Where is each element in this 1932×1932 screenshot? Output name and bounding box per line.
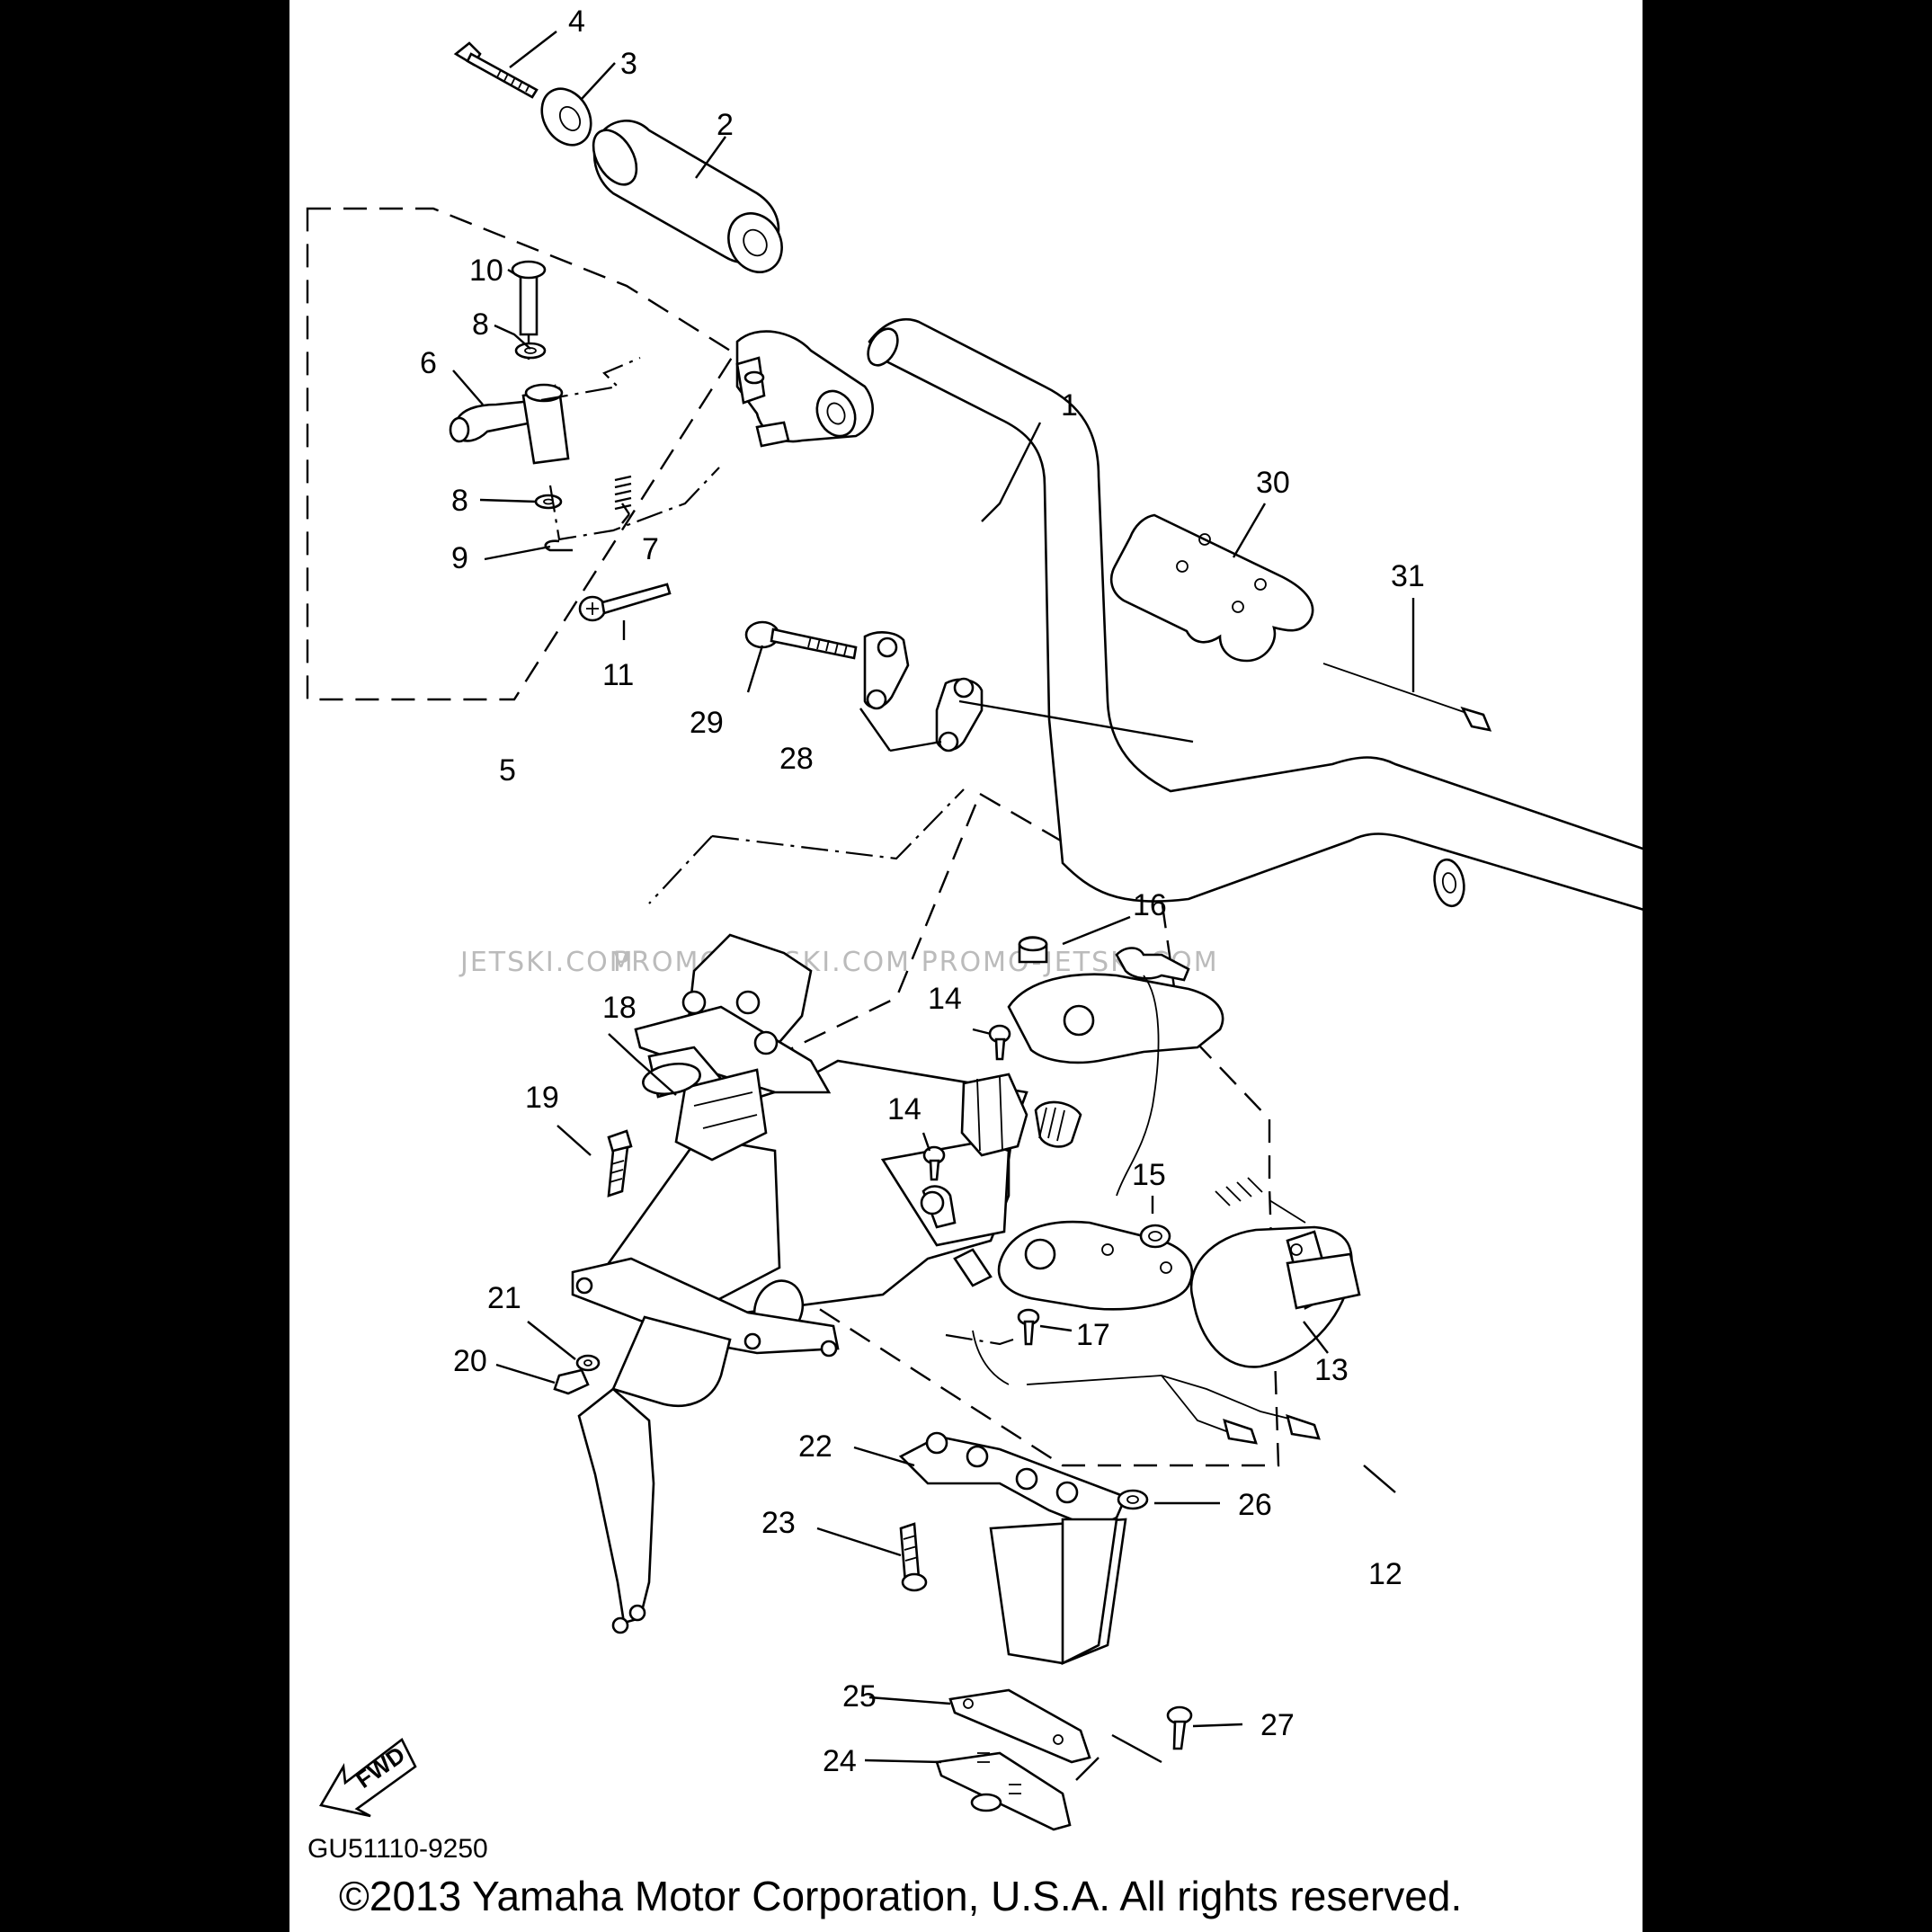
steering-column-head <box>634 933 832 1162</box>
callout-16: 16 <box>1133 888 1167 922</box>
chain-line-a <box>540 356 641 402</box>
callout-6: 6 <box>420 346 437 380</box>
leader-lines <box>452 31 1415 1781</box>
callout-13: 13 <box>1314 1353 1349 1387</box>
callout-2: 2 <box>717 108 734 142</box>
plate-24 <box>935 1751 1072 1831</box>
exploded-view-diagram: JETSKI.COM PROMO-JETSKI.COM PROMO-JETSKI… <box>306 4 1643 1919</box>
washer-8-top <box>514 342 547 360</box>
washer-8-bottom <box>534 494 563 510</box>
assembly-12-boundary <box>764 792 1280 1467</box>
callout-17: 17 <box>1076 1318 1110 1352</box>
screw-14-lower <box>922 1145 946 1181</box>
callout-14-lower: 14 <box>887 1092 921 1126</box>
lever-6 <box>449 383 570 465</box>
switch-plunger <box>920 1185 993 1287</box>
cover-13 <box>1189 1225 1361 1368</box>
switch-housing <box>1007 973 1224 1064</box>
callout-15: 15 <box>1132 1158 1166 1192</box>
callout-8-lower: 8 <box>451 484 468 518</box>
chain-line-d <box>648 835 713 904</box>
callout-10: 10 <box>469 254 503 288</box>
chain-line-c <box>711 788 965 860</box>
handlebar <box>867 317 1643 911</box>
button-cap-16 <box>1018 936 1048 964</box>
screw-11 <box>578 583 672 622</box>
bolt-4 <box>453 41 539 99</box>
callout-7: 7 <box>642 532 659 566</box>
callout-21: 21 <box>487 1281 521 1315</box>
washer-21 <box>575 1354 601 1372</box>
washer <box>540 87 592 147</box>
diagram-code: GU51110-9250 <box>307 1834 488 1864</box>
nut-26 <box>1117 1489 1149 1510</box>
callout-labels: 4 3 2 10 8 6 8 7 9 11 5 1 30 31 29 28 16… <box>420 4 1425 1778</box>
callout-30: 30 <box>1256 466 1290 500</box>
screw-17 <box>1017 1308 1040 1346</box>
callout-8-upper: 8 <box>472 307 489 342</box>
screw-14-upper <box>988 1024 1011 1061</box>
callout-4: 4 <box>568 4 585 39</box>
callout-3: 3 <box>620 47 637 81</box>
pivot-pin-10 <box>511 260 547 360</box>
callout-19: 19 <box>525 1081 559 1115</box>
clip-9 <box>544 539 573 552</box>
coil-spring <box>1215 1177 1306 1224</box>
fwd-arrow: FWD <box>318 1738 417 1818</box>
assembly-5-boundary <box>306 207 736 701</box>
copyright-notice: ©2013 Yamaha Motor Corporation, U.S.A. A… <box>339 1873 1462 1919</box>
callout-23: 23 <box>761 1506 796 1540</box>
parts-diagram-sheet: JETSKI.COM PROMO-JETSKI.COM PROMO-JETSKI… <box>289 0 1643 1932</box>
bolt-29 <box>744 620 858 660</box>
chain-line-b <box>548 467 720 541</box>
bracket-22 <box>898 1431 1127 1666</box>
lanyard-clip <box>1115 947 1190 1197</box>
callout-29: 29 <box>690 706 724 740</box>
screw-27 <box>1166 1705 1193 1750</box>
callout-11: 11 <box>602 658 634 692</box>
callout-31: 31 <box>1391 559 1425 593</box>
watermark-left: JETSKI.COM <box>459 947 635 978</box>
callout-26: 26 <box>1238 1488 1272 1522</box>
callout-14-upper: 14 <box>928 982 962 1016</box>
handlebar-pad <box>1109 513 1314 663</box>
bolt-19 <box>607 1129 633 1197</box>
callout-12: 12 <box>1368 1557 1402 1591</box>
callout-27: 27 <box>1260 1708 1295 1742</box>
callout-5: 5 <box>499 753 516 788</box>
switch-body <box>960 1073 1082 1157</box>
callout-18: 18 <box>602 991 637 1025</box>
wire-harness <box>972 1330 1321 1445</box>
plate-25 <box>948 1688 1091 1764</box>
callout-22: 22 <box>798 1429 832 1464</box>
lever-bracket <box>735 330 874 448</box>
callout-24: 24 <box>823 1744 857 1778</box>
spring-7 <box>614 475 632 511</box>
callout-1: 1 <box>1061 388 1078 423</box>
callout-9: 9 <box>451 541 468 575</box>
chain-line-e <box>945 1333 1014 1346</box>
callout-25: 25 <box>842 1679 877 1714</box>
grip <box>592 120 783 273</box>
callout-28: 28 <box>779 742 814 776</box>
clamp-halves-28 <box>863 631 984 752</box>
steering-cover-18 <box>571 1059 1028 1634</box>
spring-15 <box>1139 1224 1171 1249</box>
callout-20: 20 <box>453 1344 487 1378</box>
bolt-23 <box>899 1522 928 1592</box>
nut-20 <box>553 1368 590 1395</box>
strap-31 <box>1322 663 1492 732</box>
